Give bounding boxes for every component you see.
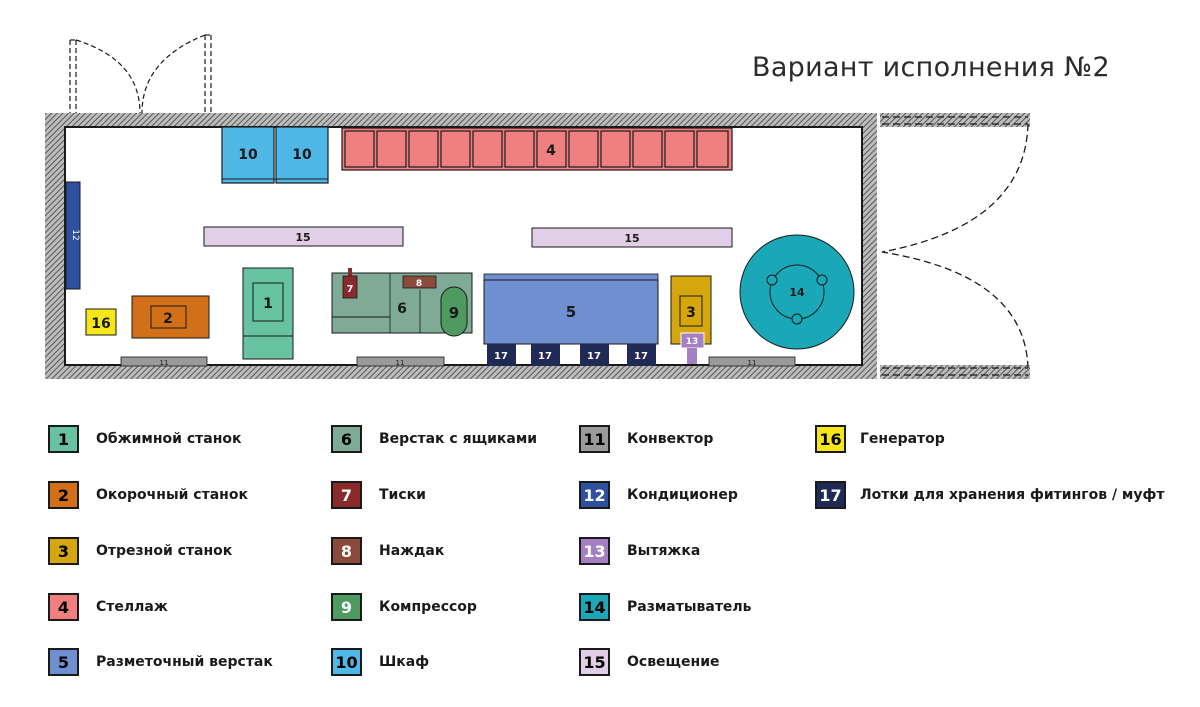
trays-17: 17 17 17 17 (487, 344, 656, 366)
legend-swatch: 14 (579, 593, 610, 621)
compressor-9: 9 (440, 286, 468, 337)
tray-label: 17 (538, 351, 552, 362)
floor-plan: 4 10 10 15 15 12 16 2 1 (45, 34, 1030, 379)
legend-label: Наждак (379, 543, 445, 559)
legend-label: Разметочный верстак (96, 654, 273, 670)
debarker-2: 2 (131, 295, 210, 339)
legend-swatch: 8 (331, 537, 362, 565)
workbench-label: 6 (397, 301, 407, 317)
legend-swatch: 4 (48, 593, 79, 621)
crimping-machine-1: 1 (242, 267, 294, 360)
legend-item: 5 Разметочный верстак (48, 648, 273, 676)
legend-label: Кондиционер (627, 487, 738, 503)
marking-workbench-5: 5 (483, 273, 659, 345)
legend-swatch: 17 (815, 481, 846, 509)
legend-label: Освещение (627, 654, 720, 670)
cabinets-10: 10 10 (221, 126, 329, 184)
tray-label: 17 (587, 351, 601, 362)
tray-label: 17 (634, 351, 648, 362)
legend-item: 1 Обжимной станок (48, 425, 242, 453)
legend-item: 3 Отрезной станок (48, 537, 232, 565)
air-conditioner-12: 12 (65, 181, 81, 290)
compressor-label: 9 (449, 304, 459, 322)
marking-bench-label: 5 (566, 303, 576, 321)
legend-item: 13 Вытяжка (579, 537, 700, 565)
legend-item: 17 Лотки для хранения фитингов / муфт (815, 481, 1165, 509)
legend-swatch: 3 (48, 537, 79, 565)
grinder-8: 8 (402, 275, 437, 289)
legend-label: Верстак с ящиками (379, 431, 538, 447)
lights-15: 15 15 (203, 226, 733, 248)
light-label: 15 (295, 231, 310, 244)
convectors-11: 11 11 11 (120, 356, 796, 367)
grinder-label: 8 (416, 279, 422, 289)
legend-swatch: 9 (331, 593, 362, 621)
legend-item: 14 Разматыватель (579, 593, 752, 621)
legend-item: 8 Наждак (331, 537, 444, 565)
exhaust-13: 13 (680, 332, 705, 364)
legend-label: Отрезной станок (96, 543, 233, 559)
vise-7: 7 (342, 268, 358, 299)
convector-label: 11 (748, 359, 757, 367)
legend-swatch: 2 (48, 481, 79, 509)
legend-item: 6 Верстак с ящиками (331, 425, 537, 453)
light-label: 15 (624, 232, 639, 245)
legend-label: Конвектор (627, 431, 714, 447)
generator-label: 16 (91, 316, 110, 332)
legend-swatch: 16 (815, 425, 846, 453)
legend-swatch: 7 (331, 481, 362, 509)
tray-label: 17 (494, 351, 508, 362)
legend-label: Генератор (860, 431, 945, 447)
legend-item: 12 Кондиционер (579, 481, 738, 509)
page-title: Вариант исполнения №2 (752, 52, 1110, 83)
legend-item: 7 Тиски (331, 481, 426, 509)
exhaust-label: 13 (686, 337, 699, 347)
crimper-label: 1 (263, 296, 273, 312)
cabinet-label: 10 (292, 147, 312, 163)
legend-label: Компрессор (379, 599, 477, 615)
legend-label: Лотки для хранения фитингов / муфт (860, 487, 1165, 503)
debarker-label: 2 (163, 311, 173, 327)
legend-item: 4 Стеллаж (48, 593, 168, 621)
legend-item: 2 Окорочный станок (48, 481, 248, 509)
legend-item: 15 Освещение (579, 648, 720, 676)
legend-swatch: 1 (48, 425, 79, 453)
unwinder-14: 14 (739, 234, 855, 350)
legend-swatch: 13 (579, 537, 610, 565)
cutter-label: 3 (686, 305, 696, 321)
convector-label: 11 (396, 359, 405, 367)
legend-swatch: 12 (579, 481, 610, 509)
legend-item: 10 Шкаф (331, 648, 429, 676)
unwinder-label: 14 (789, 286, 805, 299)
shelf-4: 4 (341, 127, 733, 171)
ac-label: 12 (70, 229, 80, 240)
legend-item: 9 Компрессор (331, 593, 477, 621)
legend-swatch: 10 (331, 648, 362, 676)
legend-label: Разматыватель (627, 599, 752, 615)
legend-label: Стеллаж (96, 599, 168, 615)
door-top (69, 34, 212, 114)
vise-label: 7 (347, 284, 354, 295)
legend-label: Вытяжка (627, 543, 701, 559)
generator-16: 16 (85, 308, 117, 336)
shelf-label: 4 (546, 143, 556, 159)
legend-label: Обжимной станок (96, 431, 242, 447)
legend-swatch: 15 (579, 648, 610, 676)
legend-label: Окорочный станок (96, 487, 248, 503)
legend-label: Шкаф (379, 654, 430, 670)
door-right (881, 116, 1029, 376)
legend-item: 11 Конвектор (579, 425, 713, 453)
legend-swatch: 5 (48, 648, 79, 676)
legend-item: 16 Генератор (815, 425, 945, 453)
cabinet-label: 10 (238, 147, 258, 163)
legend-label: Тиски (379, 487, 426, 503)
convector-label: 11 (160, 359, 169, 367)
legend-swatch: 6 (331, 425, 362, 453)
legend-swatch: 11 (579, 425, 610, 453)
